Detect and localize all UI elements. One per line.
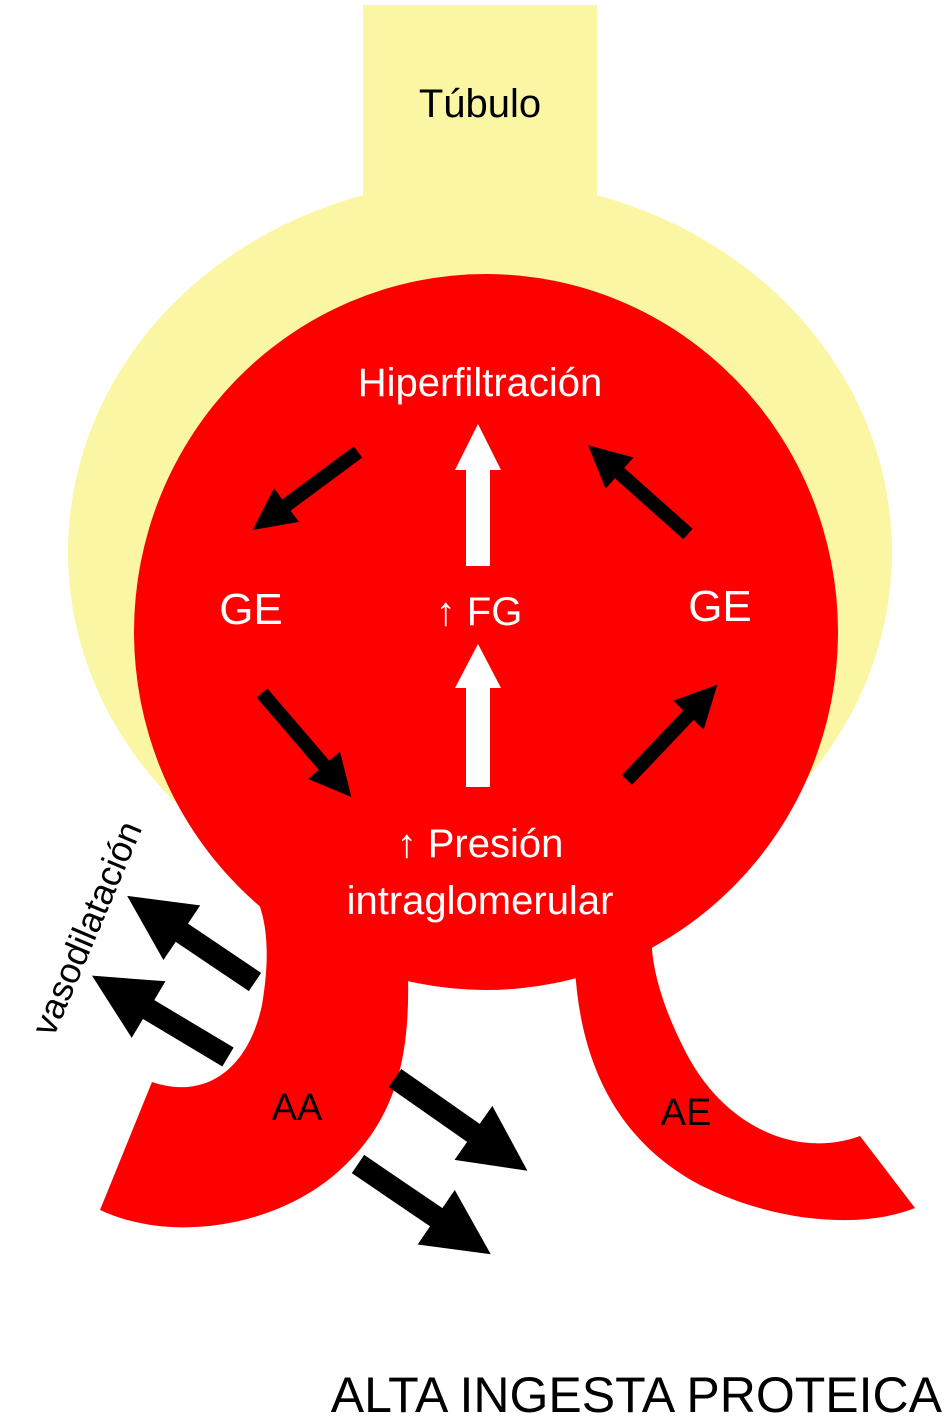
cycle-arrows <box>252 445 718 798</box>
vasodilation-arrow-lower <box>92 975 234 1067</box>
outflow-arrow-lower <box>351 1154 491 1255</box>
afferent-label: AA <box>272 1087 323 1129</box>
up-arrow-top <box>455 424 501 566</box>
efferent-arteriole <box>575 935 915 1221</box>
vasodilation-arrow-upper <box>127 895 262 992</box>
arrow-hyper-to-ge-left <box>252 446 363 531</box>
glomerulus <box>100 274 915 1228</box>
glomerulus-circle <box>134 274 838 990</box>
arrow-ge-right-to-hyper <box>588 445 693 540</box>
pressure-label-line1: ↑ Presión <box>397 822 564 866</box>
outflow-arrows <box>351 1068 528 1255</box>
ge-right-label: GE <box>688 582 752 631</box>
arrow-pressure-to-ge-right <box>621 684 718 785</box>
efferent-label: AE <box>661 1092 712 1134</box>
vasodilation-arrows <box>92 895 262 1067</box>
center-arrows <box>455 424 501 787</box>
pressure-label-line2: intraglomerular <box>347 879 614 923</box>
tubule-label: Túbulo <box>419 82 541 126</box>
afferent-arteriole <box>100 865 409 1228</box>
outflow-arrow-upper <box>388 1068 528 1171</box>
footer-title: ALTA INGESTA PROTEICA <box>331 1367 943 1423</box>
gfr-label: ↑ FG <box>436 590 523 634</box>
ge-left-label: GE <box>219 585 283 634</box>
hyperfiltration-label: Hiperfiltración <box>358 361 603 405</box>
arrow-ge-left-to-pressure <box>256 688 352 798</box>
up-arrow-bottom <box>455 644 501 787</box>
